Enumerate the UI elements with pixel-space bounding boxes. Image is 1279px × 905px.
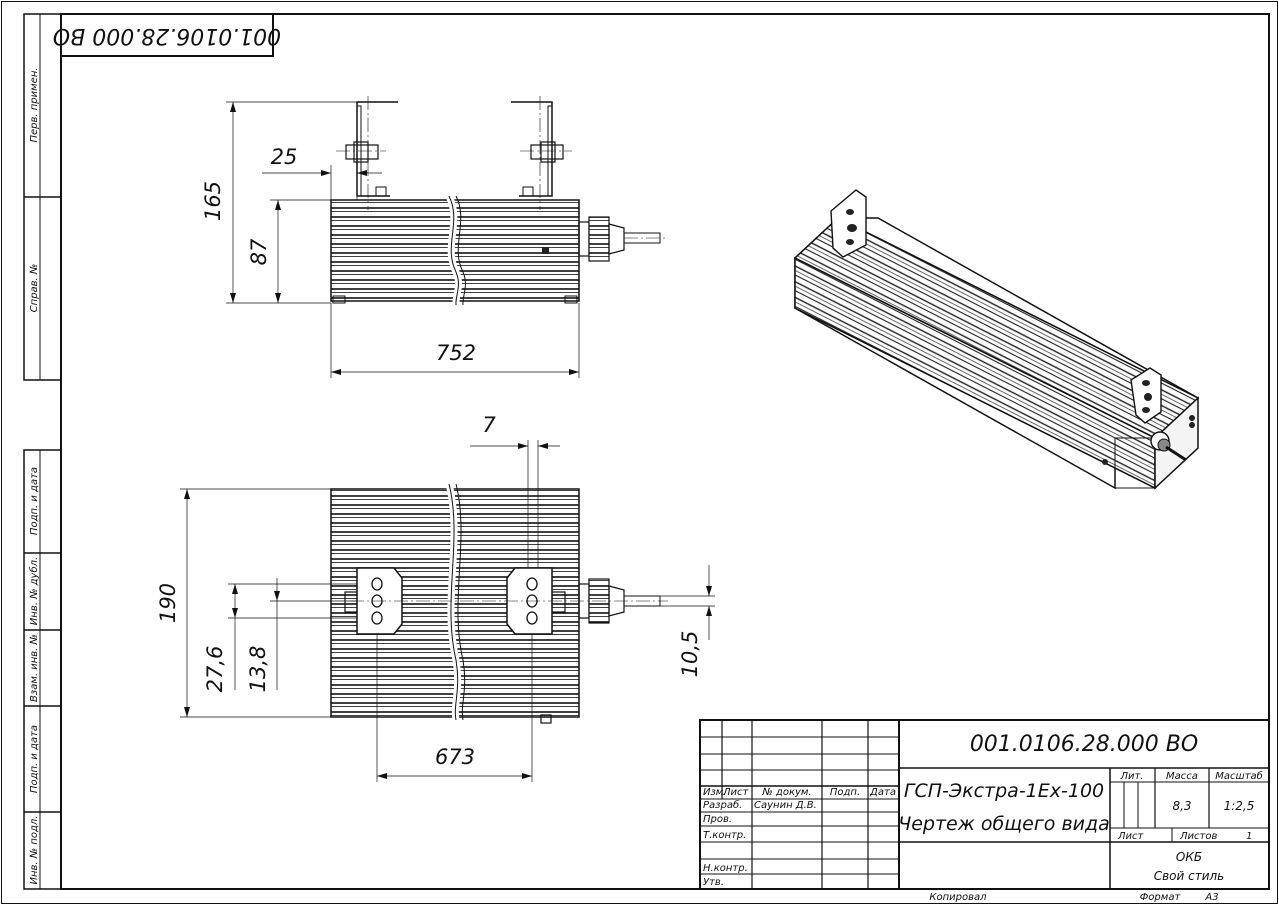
left-strip: Перв. примен. Справ. № Подп. и дата Инв.… [23,13,62,890]
product-name: ГСП-Экстра-1Ex-100 [904,780,1104,802]
sheet-label: Лист [1117,831,1145,842]
dim-10-5: 10,5 [678,631,702,678]
razrab-name: Саунин Д.В. [754,800,817,811]
dim-673: 673 [435,745,475,769]
code-stamp-text: 001.0106.28.000 ВО [53,23,281,48]
front-view-dimensions: 25 165 87 752 [201,101,580,378]
dim-25: 25 [271,145,298,169]
nkontr-label: Н.контр. [703,863,748,874]
col-list-label: Лист [722,787,750,798]
dim-87: 87 [247,238,271,265]
org-line-2: Свой стиль [1154,869,1225,883]
top-view-dimensions: 190 27,6 13,8 7 10,5 673 [156,413,715,782]
vzam-inv-label: Взам. инв. № [29,634,40,702]
isometric-view [793,189,1200,490]
org-line-1: ОКБ [1176,850,1202,864]
designation-text: 001.0106.28.000 ВО [970,732,1198,757]
massa-value: 8,3 [1172,799,1191,813]
lit-label: Лит. [1119,771,1143,782]
dim-13-8: 13,8 [246,646,270,693]
masshtab-value: 1:2,5 [1224,799,1255,813]
sprav-no-label: Справ. № [29,264,40,313]
code-stamp: 001.0106.28.000 ВО [53,13,281,57]
podp-data-label-1: Подп. и дата [29,467,40,535]
kopiroval-label: Копировал [929,892,987,903]
dim-165: 165 [201,181,225,221]
dim-7: 7 [482,413,496,437]
inv-dubl-label: Инв. № дубл. [28,557,40,625]
doc-name: Чертеж общего вида [898,813,1110,835]
format-value: А3 [1204,892,1218,903]
dim-27-6: 27,6 [203,646,227,693]
razrab-label: Разраб. [703,799,742,811]
front-view [330,96,668,306]
col-docum-label: № докум. [761,787,811,798]
podp-data-label-2: Подп. и дата [29,725,40,793]
dim-752: 752 [436,341,476,365]
col-podp-label: Подп. [830,787,860,798]
title-block: Изм. Лист № докум. Подп. Дата Разраб. Са… [699,719,1270,903]
massa-label: Масса [1166,771,1198,782]
top-view [330,483,668,724]
format-label: Формат [1140,892,1182,903]
col-data-label: Дата [869,787,896,798]
col-izm-label: Изм. [703,787,727,798]
tkontr-label: Т.контр. [703,830,746,841]
prov-label: Пров. [703,814,732,825]
masshtab-label: Масштаб [1215,770,1263,782]
dim-190: 190 [156,583,180,623]
sheets-label: Листов [1179,831,1217,842]
perv-primen-label: Перв. примен. [29,67,40,142]
utv-label: Утв. [703,877,724,888]
sheets-value: 1 [1246,831,1252,842]
inv-podl-label: Инв. № подл. [29,816,40,885]
